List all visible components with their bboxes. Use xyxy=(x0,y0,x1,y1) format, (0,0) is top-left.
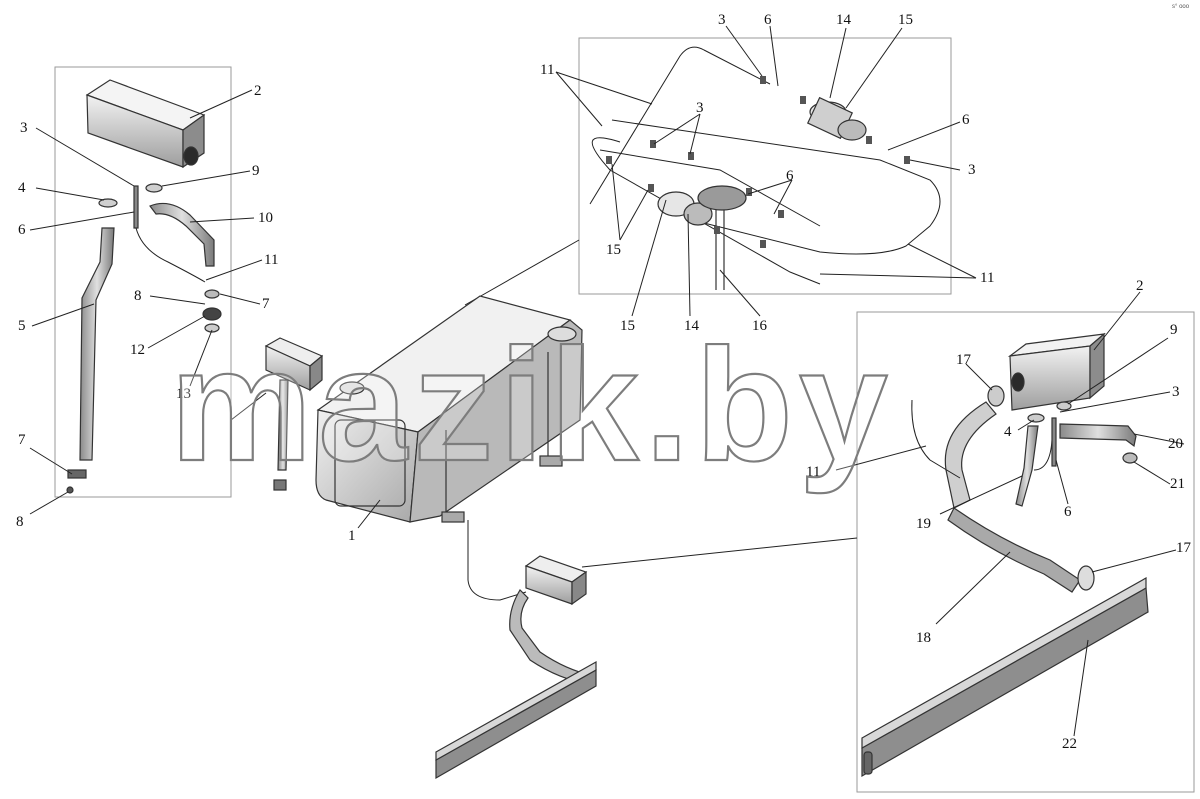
connector-left xyxy=(230,392,267,421)
callout-label: 22 xyxy=(1062,736,1077,752)
callout-label: 7 xyxy=(18,432,26,448)
callout-label: 11 xyxy=(980,270,994,286)
right-heater-unit xyxy=(1007,332,1106,411)
hose-clamps-top xyxy=(606,76,910,248)
callout-label: 3 xyxy=(968,162,976,178)
callout-label: 3 xyxy=(696,100,704,116)
callout-label: 9 xyxy=(1170,322,1178,338)
callout-label: 15 xyxy=(606,242,621,258)
corner-mark: s° ooo xyxy=(1172,4,1190,10)
callout-label: 14 xyxy=(836,12,852,28)
left-panel-frame xyxy=(54,66,232,498)
fuel-filter-left xyxy=(657,191,713,226)
connector-right xyxy=(581,537,858,568)
callout-label: 11 xyxy=(264,252,278,268)
connector-top xyxy=(464,239,580,306)
callout-label: 19 xyxy=(916,516,931,532)
callout-label: 1 xyxy=(348,528,356,544)
callout-label: 2 xyxy=(1136,278,1144,294)
callout-label: 6 xyxy=(786,168,794,184)
callout-label: 3 xyxy=(20,120,28,136)
callout-label: 10 xyxy=(258,210,273,226)
callout-label: 11 xyxy=(806,464,820,480)
main-mounting-rail xyxy=(435,660,597,780)
callout-label: 12 xyxy=(130,342,145,358)
callout-label: 8 xyxy=(16,514,24,530)
callout-label: 5 xyxy=(18,318,26,334)
callout-label: 11 xyxy=(540,62,554,78)
callouts-main: 1 xyxy=(348,528,356,544)
callout-label: 6 xyxy=(764,12,772,28)
callout-label: 6 xyxy=(18,222,26,238)
callout-label: 18 xyxy=(916,630,931,646)
callout-label: 3 xyxy=(718,12,726,28)
right-mounting-rail xyxy=(861,576,1149,778)
callouts-top: 11 3 6 14 15 3 6 3 6 15 14 16 11 15 xyxy=(540,12,994,334)
callout-label: 21 xyxy=(1170,476,1185,492)
leader-lines xyxy=(29,25,1185,737)
callout-label: 6 xyxy=(1064,504,1072,520)
main-heater-small xyxy=(264,337,324,491)
callout-label: 16 xyxy=(752,318,768,334)
left-hose-and-clamps xyxy=(66,183,222,494)
callouts-right: 2 9 17 3 4 20 11 21 6 19 17 18 22 xyxy=(806,278,1192,752)
callouts-left: 2 3 9 4 10 6 11 8 7 5 12 13 7 8 xyxy=(16,83,278,530)
callout-label: 17 xyxy=(956,352,972,368)
callout-label: 6 xyxy=(962,112,970,128)
fuel-tank xyxy=(315,295,583,523)
callout-label: 17 xyxy=(1176,540,1192,556)
watermark: mazik.by xyxy=(170,315,894,494)
top-panel-frame xyxy=(578,37,952,295)
callout-label: 15 xyxy=(898,12,913,28)
tank-sender-flange xyxy=(697,185,747,290)
callout-label: 3 xyxy=(1172,384,1180,400)
callout-label: 4 xyxy=(1004,424,1012,440)
main-heater-lower xyxy=(467,520,595,685)
left-heater-unit xyxy=(85,79,206,169)
callout-label: 2 xyxy=(254,83,262,99)
callout-label: 20 xyxy=(1168,436,1183,452)
callout-label: 9 xyxy=(252,163,260,179)
callout-label: 7 xyxy=(262,296,270,312)
callout-label: 4 xyxy=(18,180,26,196)
callout-label: 15 xyxy=(620,318,635,334)
top-fuel-line-detail xyxy=(589,46,941,290)
fuel-filter-right xyxy=(806,96,867,141)
callout-label: 14 xyxy=(684,318,700,334)
callout-label: 13 xyxy=(176,386,191,402)
right-exhaust-and-lines xyxy=(911,385,1138,593)
right-panel-frame xyxy=(856,311,1195,793)
callout-label: 8 xyxy=(134,288,142,304)
